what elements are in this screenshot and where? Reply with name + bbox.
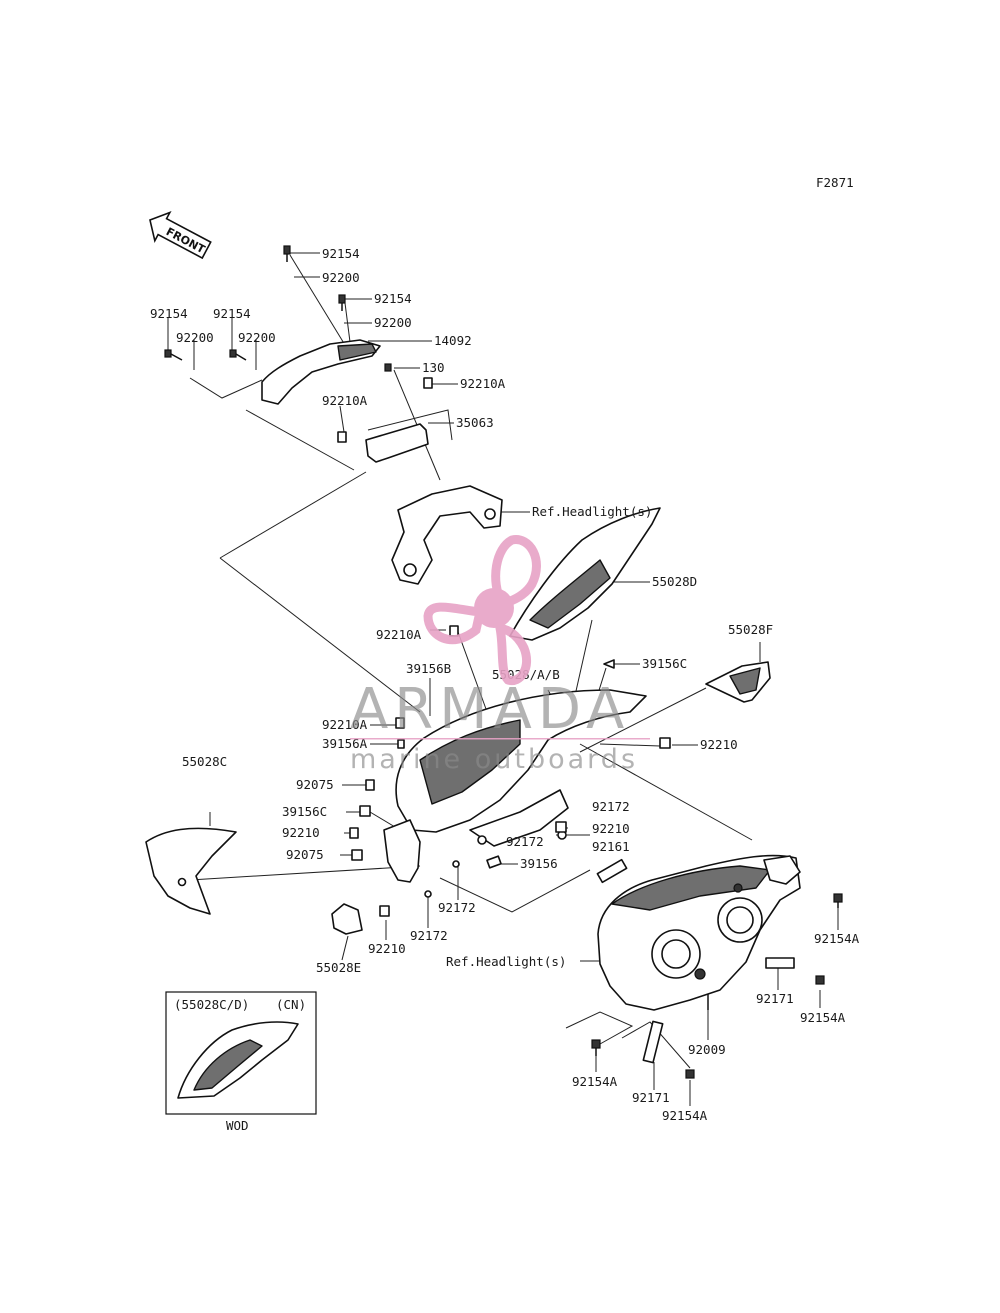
headlight-stay: [391, 485, 503, 585]
callout: 92154A: [800, 1010, 846, 1025]
headlight-assembly: [597, 854, 801, 1011]
callout: 92200: [238, 330, 276, 345]
callout: 92154A: [572, 1074, 618, 1089]
callout: 55028E: [316, 960, 361, 975]
callout: 92210A: [322, 717, 368, 732]
inset-header-left: (55028C/D): [174, 997, 249, 1012]
callout: 92210A: [460, 376, 506, 391]
side-panel-55028C: [145, 827, 237, 915]
callout: 14092: [434, 333, 472, 348]
watermark-tagline: marine outboards: [350, 744, 638, 775]
fasteners: [164, 245, 671, 917]
callout: 92154A: [662, 1108, 708, 1123]
inset-caption: WOD: [226, 1118, 249, 1133]
lower-bracket: [383, 819, 421, 883]
callout: 92075: [286, 847, 324, 862]
callout: 92210: [700, 737, 738, 752]
callout: 55028F: [728, 622, 773, 637]
callout: 92210: [592, 821, 630, 836]
watermark-brand: ARMADA: [350, 677, 630, 742]
callout: 92210A: [376, 627, 422, 642]
callout: 92200: [374, 315, 412, 330]
main-cowling: [395, 689, 647, 833]
callout: Ref.Headlight(s): [446, 954, 566, 969]
callout: 39156C: [282, 804, 327, 819]
callout: 92172: [506, 834, 544, 849]
callout: 92154A: [814, 931, 860, 946]
callout: 92161: [592, 839, 630, 854]
callout: 39156B: [406, 661, 451, 676]
callout: 55028D: [652, 574, 697, 589]
callout: 92154: [322, 246, 360, 261]
figure-code: F2871: [816, 175, 854, 190]
callout: 92171: [756, 991, 794, 1006]
armada-watermark: ARMADA marine outboards: [350, 535, 650, 775]
front-arrow-icon: FRONT: [149, 210, 212, 260]
callout: 92154: [213, 306, 251, 321]
meter-stay: [365, 423, 429, 463]
variant-inset: (55028C/D) (CN) WOD: [165, 991, 317, 1133]
callout: 55028C: [182, 754, 227, 769]
callout: 130: [422, 360, 445, 375]
inset-header-right: (CN): [276, 997, 306, 1012]
callout: 92075: [296, 777, 334, 792]
callout: 92154: [150, 306, 188, 321]
callout: 92154: [374, 291, 412, 306]
callout: 35063: [456, 415, 494, 430]
callout: 39156: [520, 856, 558, 871]
callout: Ref.Headlight(s): [532, 504, 652, 519]
callout-labels: 92154 92200 92154 92200 92154 92200 9215…: [150, 246, 860, 1123]
propeller-logo-icon: [423, 535, 541, 686]
callout: 92171: [632, 1090, 670, 1105]
callout: 92172: [410, 928, 448, 943]
callout: 92210A: [322, 393, 368, 408]
callout: 92210: [368, 941, 406, 956]
headlight-fasteners: [591, 893, 843, 1079]
callout: 92009: [688, 1042, 726, 1057]
callout: 92172: [438, 900, 476, 915]
callout: 39156C: [642, 656, 687, 671]
cover-55028E: [331, 903, 363, 935]
callout: 92200: [322, 270, 360, 285]
callout: 92210: [282, 825, 320, 840]
callout: 92172: [592, 799, 630, 814]
callout: 39156A: [322, 736, 368, 751]
callout: 92200: [176, 330, 214, 345]
